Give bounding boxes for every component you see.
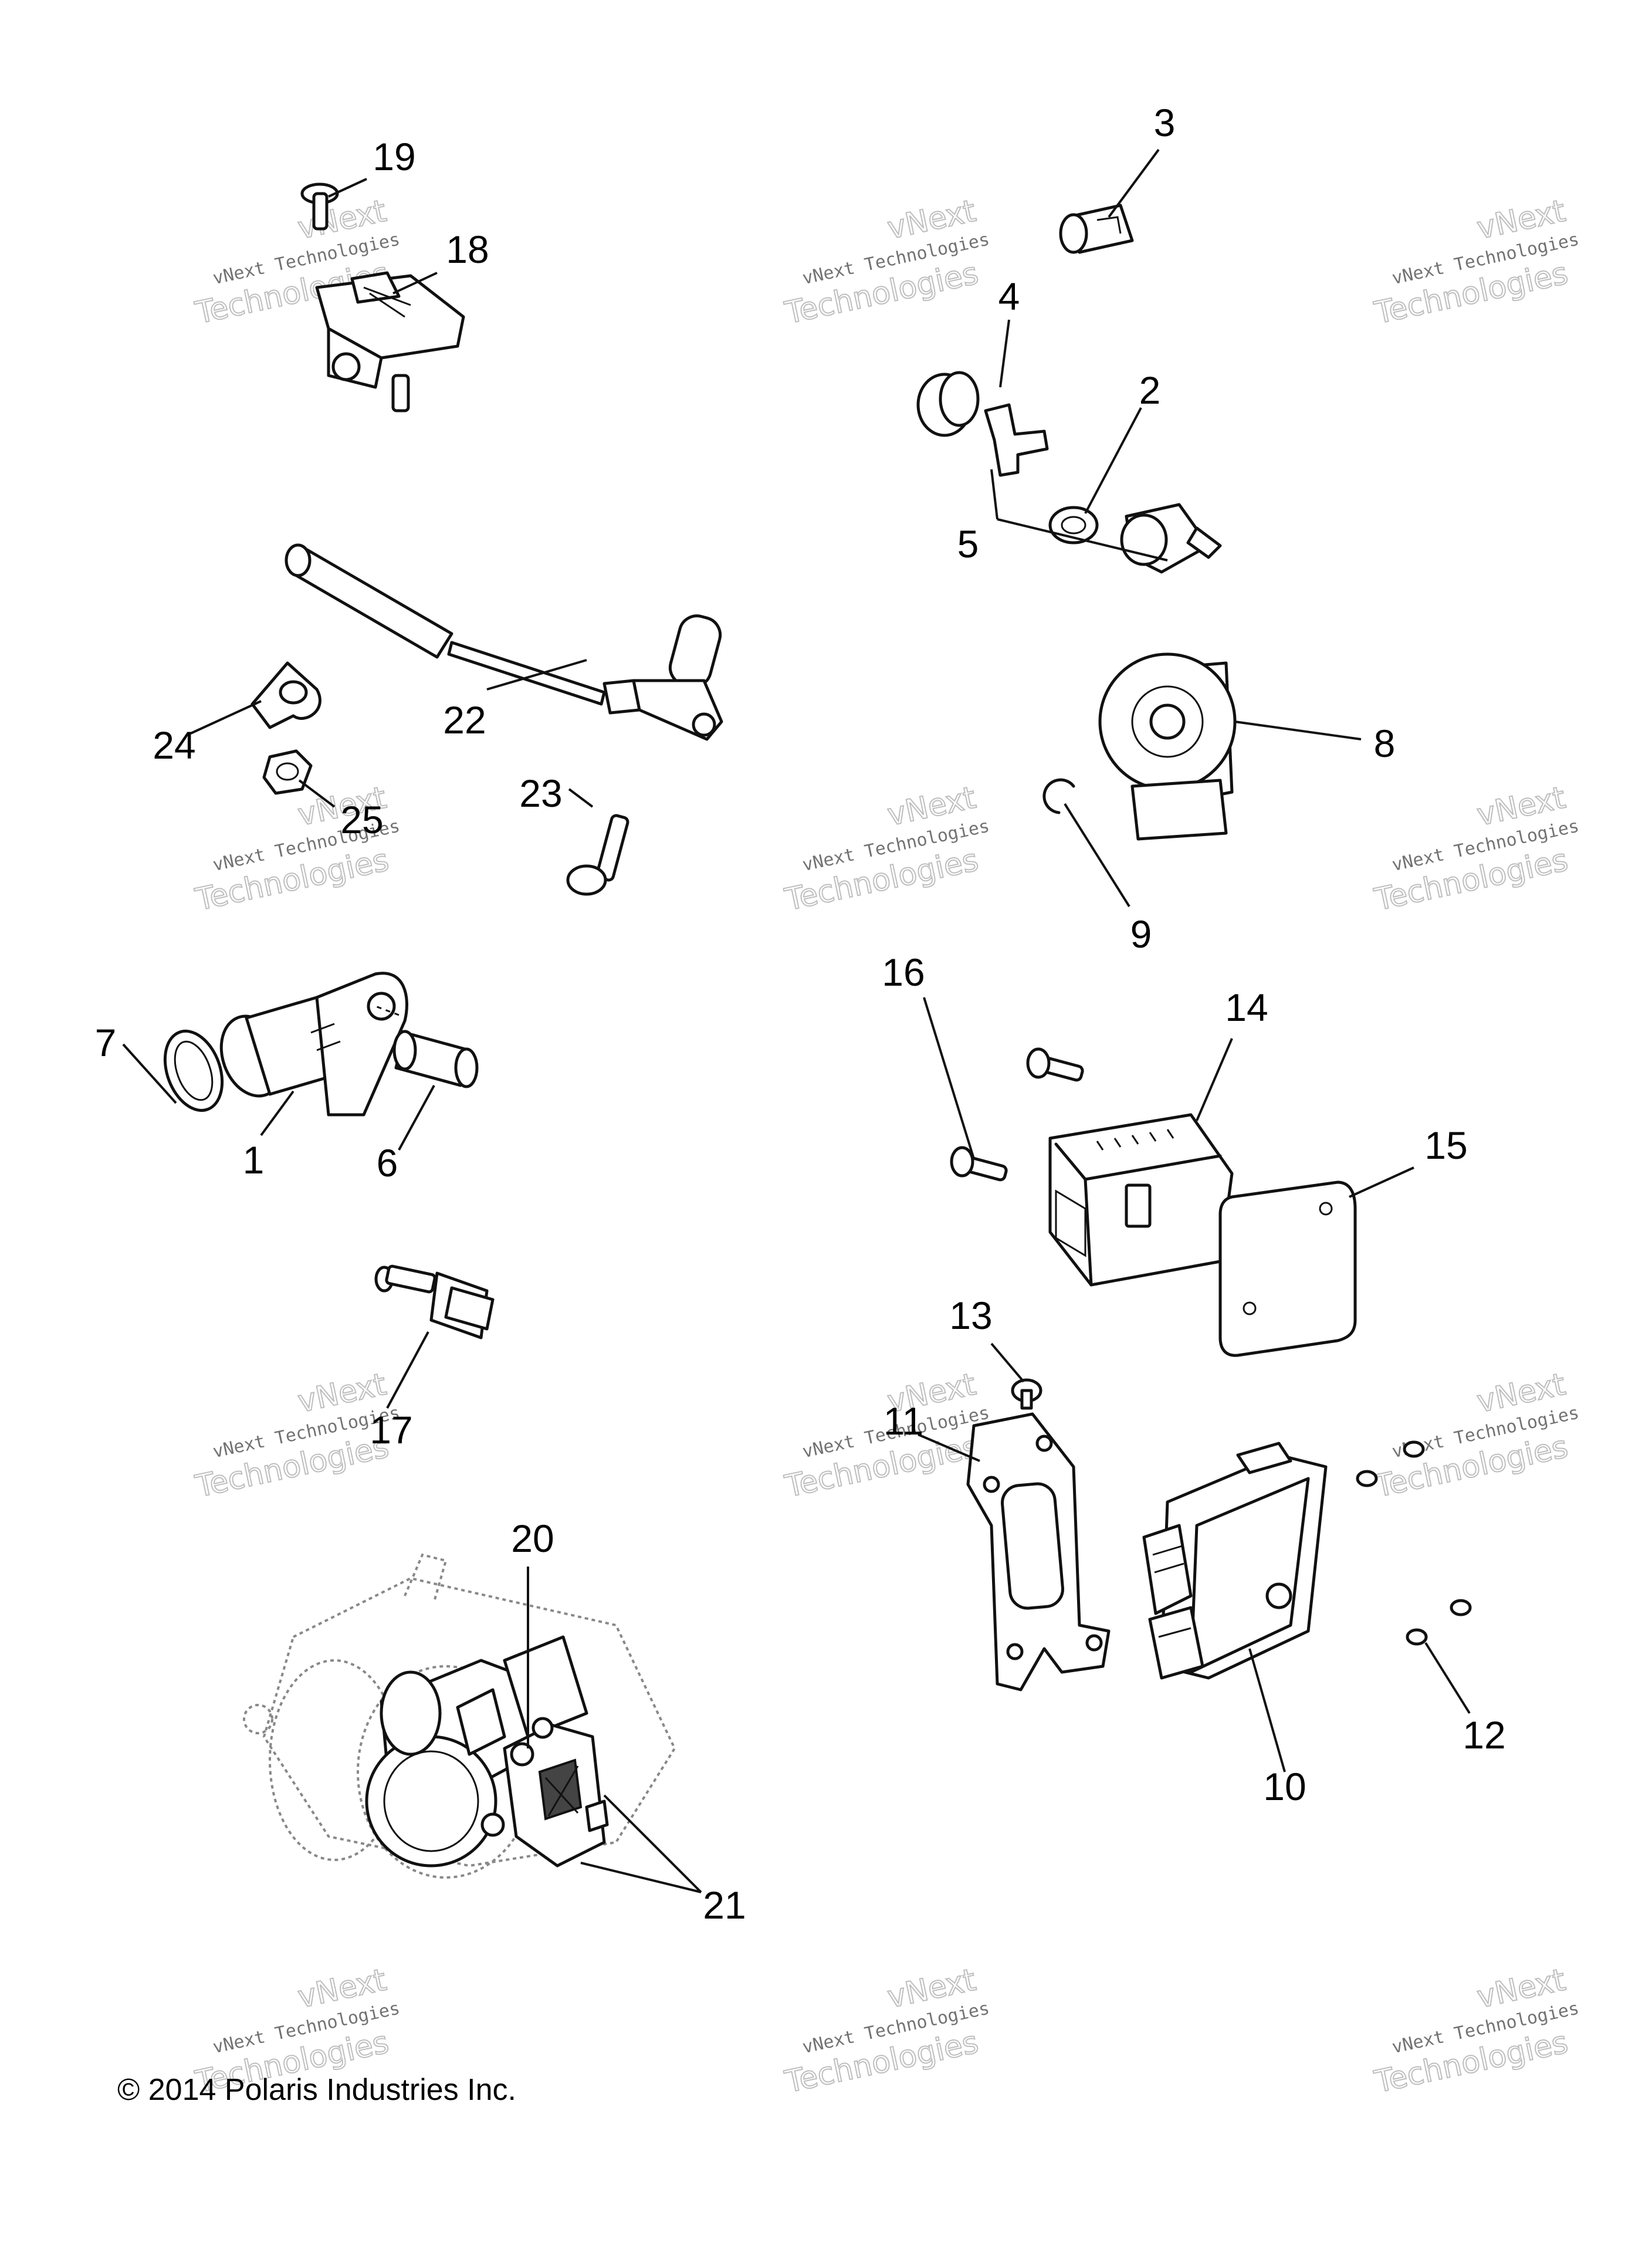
callout-18: 18 — [446, 228, 489, 271]
part-8-knock-sensor — [1098, 652, 1237, 841]
part-4-cap — [916, 371, 980, 437]
callout-3: 3 — [1154, 101, 1176, 144]
callout-17: 17 — [370, 1408, 412, 1452]
callout-2: 2 — [1139, 368, 1161, 412]
part-10-ecu — [1142, 1442, 1328, 1680]
part-13-screw — [1011, 1378, 1042, 1410]
part-20-throttle-body — [243, 1553, 676, 1879]
part-18-map-sensor — [315, 271, 465, 412]
watermark: vNext vNext Technologies Technologies — [781, 1962, 991, 2101]
watermark: vNext vNext Technologies Technologies — [1371, 780, 1581, 919]
part-23-bolt — [566, 814, 629, 896]
part-15-gasket — [1218, 1180, 1357, 1357]
callout-6: 6 — [377, 1141, 398, 1185]
callout-13: 13 — [949, 1294, 992, 1337]
callout-19: 19 — [373, 135, 415, 178]
part-5-clip — [984, 403, 1049, 477]
callout-20: 20 — [511, 1517, 554, 1560]
part-22-speed-sensor — [285, 543, 723, 741]
watermark: vNext vNext Technologies Technologies — [1371, 1366, 1581, 1506]
part-9-eclip — [1042, 778, 1075, 814]
part-24-clamp — [250, 661, 321, 729]
part-21-throttle-position-sensor — [480, 1717, 609, 1868]
part-19-bolt — [300, 182, 339, 231]
part-6-dowel — [375, 1005, 479, 1088]
part-16-bolts — [950, 1047, 1084, 1182]
part-1-cam-sensor — [219, 972, 408, 1117]
watermark: vNext vNext Technologies Technologies — [781, 780, 991, 919]
part-7-o-ring — [163, 1029, 224, 1112]
callout-10: 10 — [1263, 1765, 1306, 1808]
callout-24: 24 — [153, 723, 195, 767]
watermark: vNext vNext Technologies Technologies — [1371, 1962, 1581, 2101]
callout-22: 22 — [443, 698, 486, 742]
leader-lines — [122, 148, 1471, 1893]
part-11-mounting-bracket — [966, 1412, 1111, 1692]
callout-12: 12 — [1463, 1713, 1505, 1757]
copyright-notice: © 2014 Polaris Industries Inc. — [117, 2073, 516, 2107]
part-3-plug — [1059, 204, 1134, 254]
callout-7: 7 — [95, 1021, 117, 1064]
part-17-temp-sensor — [374, 1264, 495, 1339]
callout-5: 5 — [957, 522, 979, 566]
part-14-module-housing — [1048, 1113, 1234, 1287]
part-12-screws — [1356, 1440, 1472, 1646]
callout-21: 21 — [703, 1883, 746, 1927]
callout-14: 14 — [1225, 986, 1268, 1029]
callout-16: 16 — [882, 950, 925, 994]
callout-15: 15 — [1424, 1124, 1467, 1167]
part-25-nut — [262, 749, 313, 795]
callout-23: 23 — [519, 772, 562, 815]
callout-9: 9 — [1130, 912, 1152, 956]
callout-4: 4 — [998, 275, 1020, 318]
callout-11: 11 — [883, 1399, 924, 1443]
watermark: vNext vNext Technologies Technologies — [1371, 193, 1581, 332]
part-5-pressure-switch — [1120, 503, 1222, 574]
callouts: 1 2 3 4 5 6 7 8 9 10 11 12 13 14 15 16 1… — [95, 101, 1506, 1927]
callout-8: 8 — [1374, 722, 1396, 765]
watermark: vNext vNext Technologies Technologies — [781, 193, 991, 332]
callout-1: 1 — [243, 1138, 265, 1182]
callout-25: 25 — [340, 798, 383, 841]
